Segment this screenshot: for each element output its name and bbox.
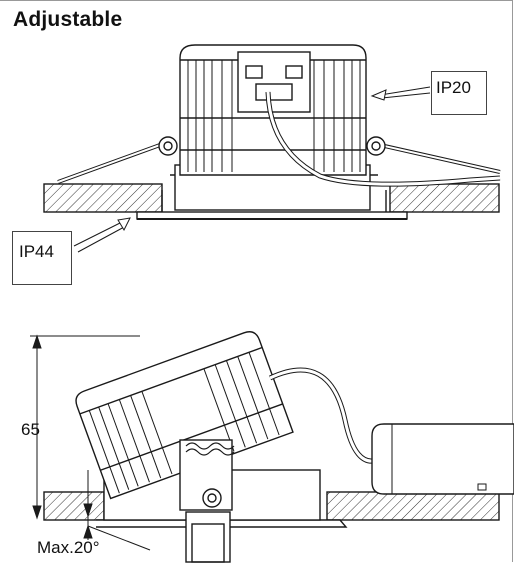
spring-left-top bbox=[57, 136, 178, 184]
ip20-arrow bbox=[370, 86, 431, 101]
trim-ring-top bbox=[136, 211, 408, 220]
angle-indicator bbox=[83, 470, 151, 551]
bottom-figure bbox=[30, 331, 514, 563]
ceiling-left-top bbox=[43, 183, 163, 213]
max-angle-label: Max.20° bbox=[37, 538, 100, 557]
diagram-title: Adjustable bbox=[13, 8, 123, 31]
height-dimension bbox=[30, 334, 140, 520]
driver-box bbox=[371, 423, 514, 495]
ceiling-left-bottom bbox=[43, 491, 105, 521]
ip20-label: IP20 bbox=[431, 71, 487, 115]
height-value: 65 bbox=[21, 420, 40, 439]
heatsink-top bbox=[179, 44, 367, 176]
ceiling-right-top bbox=[389, 183, 500, 213]
spring-right-top bbox=[366, 136, 501, 174]
ip44-label: IP44 bbox=[12, 231, 72, 285]
heatsink-bottom bbox=[75, 331, 294, 500]
ip44-arrow bbox=[73, 217, 131, 253]
spring-clip-bottom bbox=[179, 439, 235, 563]
top-figure bbox=[43, 44, 501, 253]
ceiling-right-bottom bbox=[326, 491, 500, 521]
